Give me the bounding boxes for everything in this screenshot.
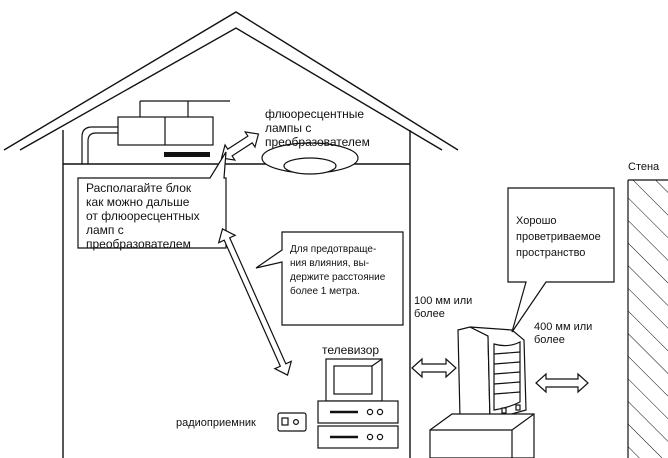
outdoor-stand	[429, 413, 535, 458]
arrow-distance-1m	[217, 228, 293, 376]
outdoor-unit	[457, 326, 527, 424]
arrow-gap-100	[411, 357, 457, 379]
ventilated-line-2: проветриваемое	[516, 231, 601, 243]
exterior-wall	[627, 179, 668, 458]
arrow-unit-lamp	[220, 131, 260, 161]
wall-label: Стена	[628, 161, 660, 173]
advice-line-1: Располагайте блок	[86, 181, 192, 195]
gap-100-line-1: 100 мм или	[414, 295, 472, 307]
distance-line-1: Для предотвраще-	[290, 244, 376, 255]
distance-callout: Для предотвраще- ния влияния, вы- держит…	[255, 231, 404, 326]
ventilated-callout: Хорошо проветриваемое пространство	[507, 187, 615, 333]
ventilated-line-3: пространство	[516, 247, 585, 259]
indoor-unit	[81, 100, 230, 164]
distance-line-3: держите расстояние	[290, 272, 386, 283]
ventilated-line-1: Хорошо	[516, 215, 557, 227]
lamp-label-1: флюоресцентные	[265, 107, 364, 121]
advice-callout: Располагайте блок как можно дальше от фл…	[77, 151, 227, 251]
lamp-label-3: преобразователем	[265, 135, 370, 149]
tv-label: телевизор	[322, 343, 379, 357]
advice-line-4: ламп с	[86, 223, 124, 237]
house-roof	[3, 11, 459, 151]
radio	[277, 412, 307, 432]
gap-400-line-1: 400 мм или	[534, 321, 592, 333]
distance-line-2: ния влияния, вы-	[290, 258, 369, 269]
lamp-label-2: лампы с	[265, 121, 311, 135]
advice-line-5: преобразователем	[86, 237, 191, 251]
television	[317, 358, 399, 449]
fluorescent-lamp	[261, 142, 359, 175]
gap-100-line-2: более	[414, 308, 445, 320]
radio-label: радиоприемник	[176, 417, 256, 429]
distance-line-4: более 1 метра.	[290, 285, 360, 297]
advice-line-2: как можно дальше	[86, 195, 190, 209]
advice-line-3: от флюоресцентных	[86, 209, 200, 223]
arrow-gap-400	[535, 372, 589, 394]
gap-400-line-2: более	[534, 334, 565, 346]
